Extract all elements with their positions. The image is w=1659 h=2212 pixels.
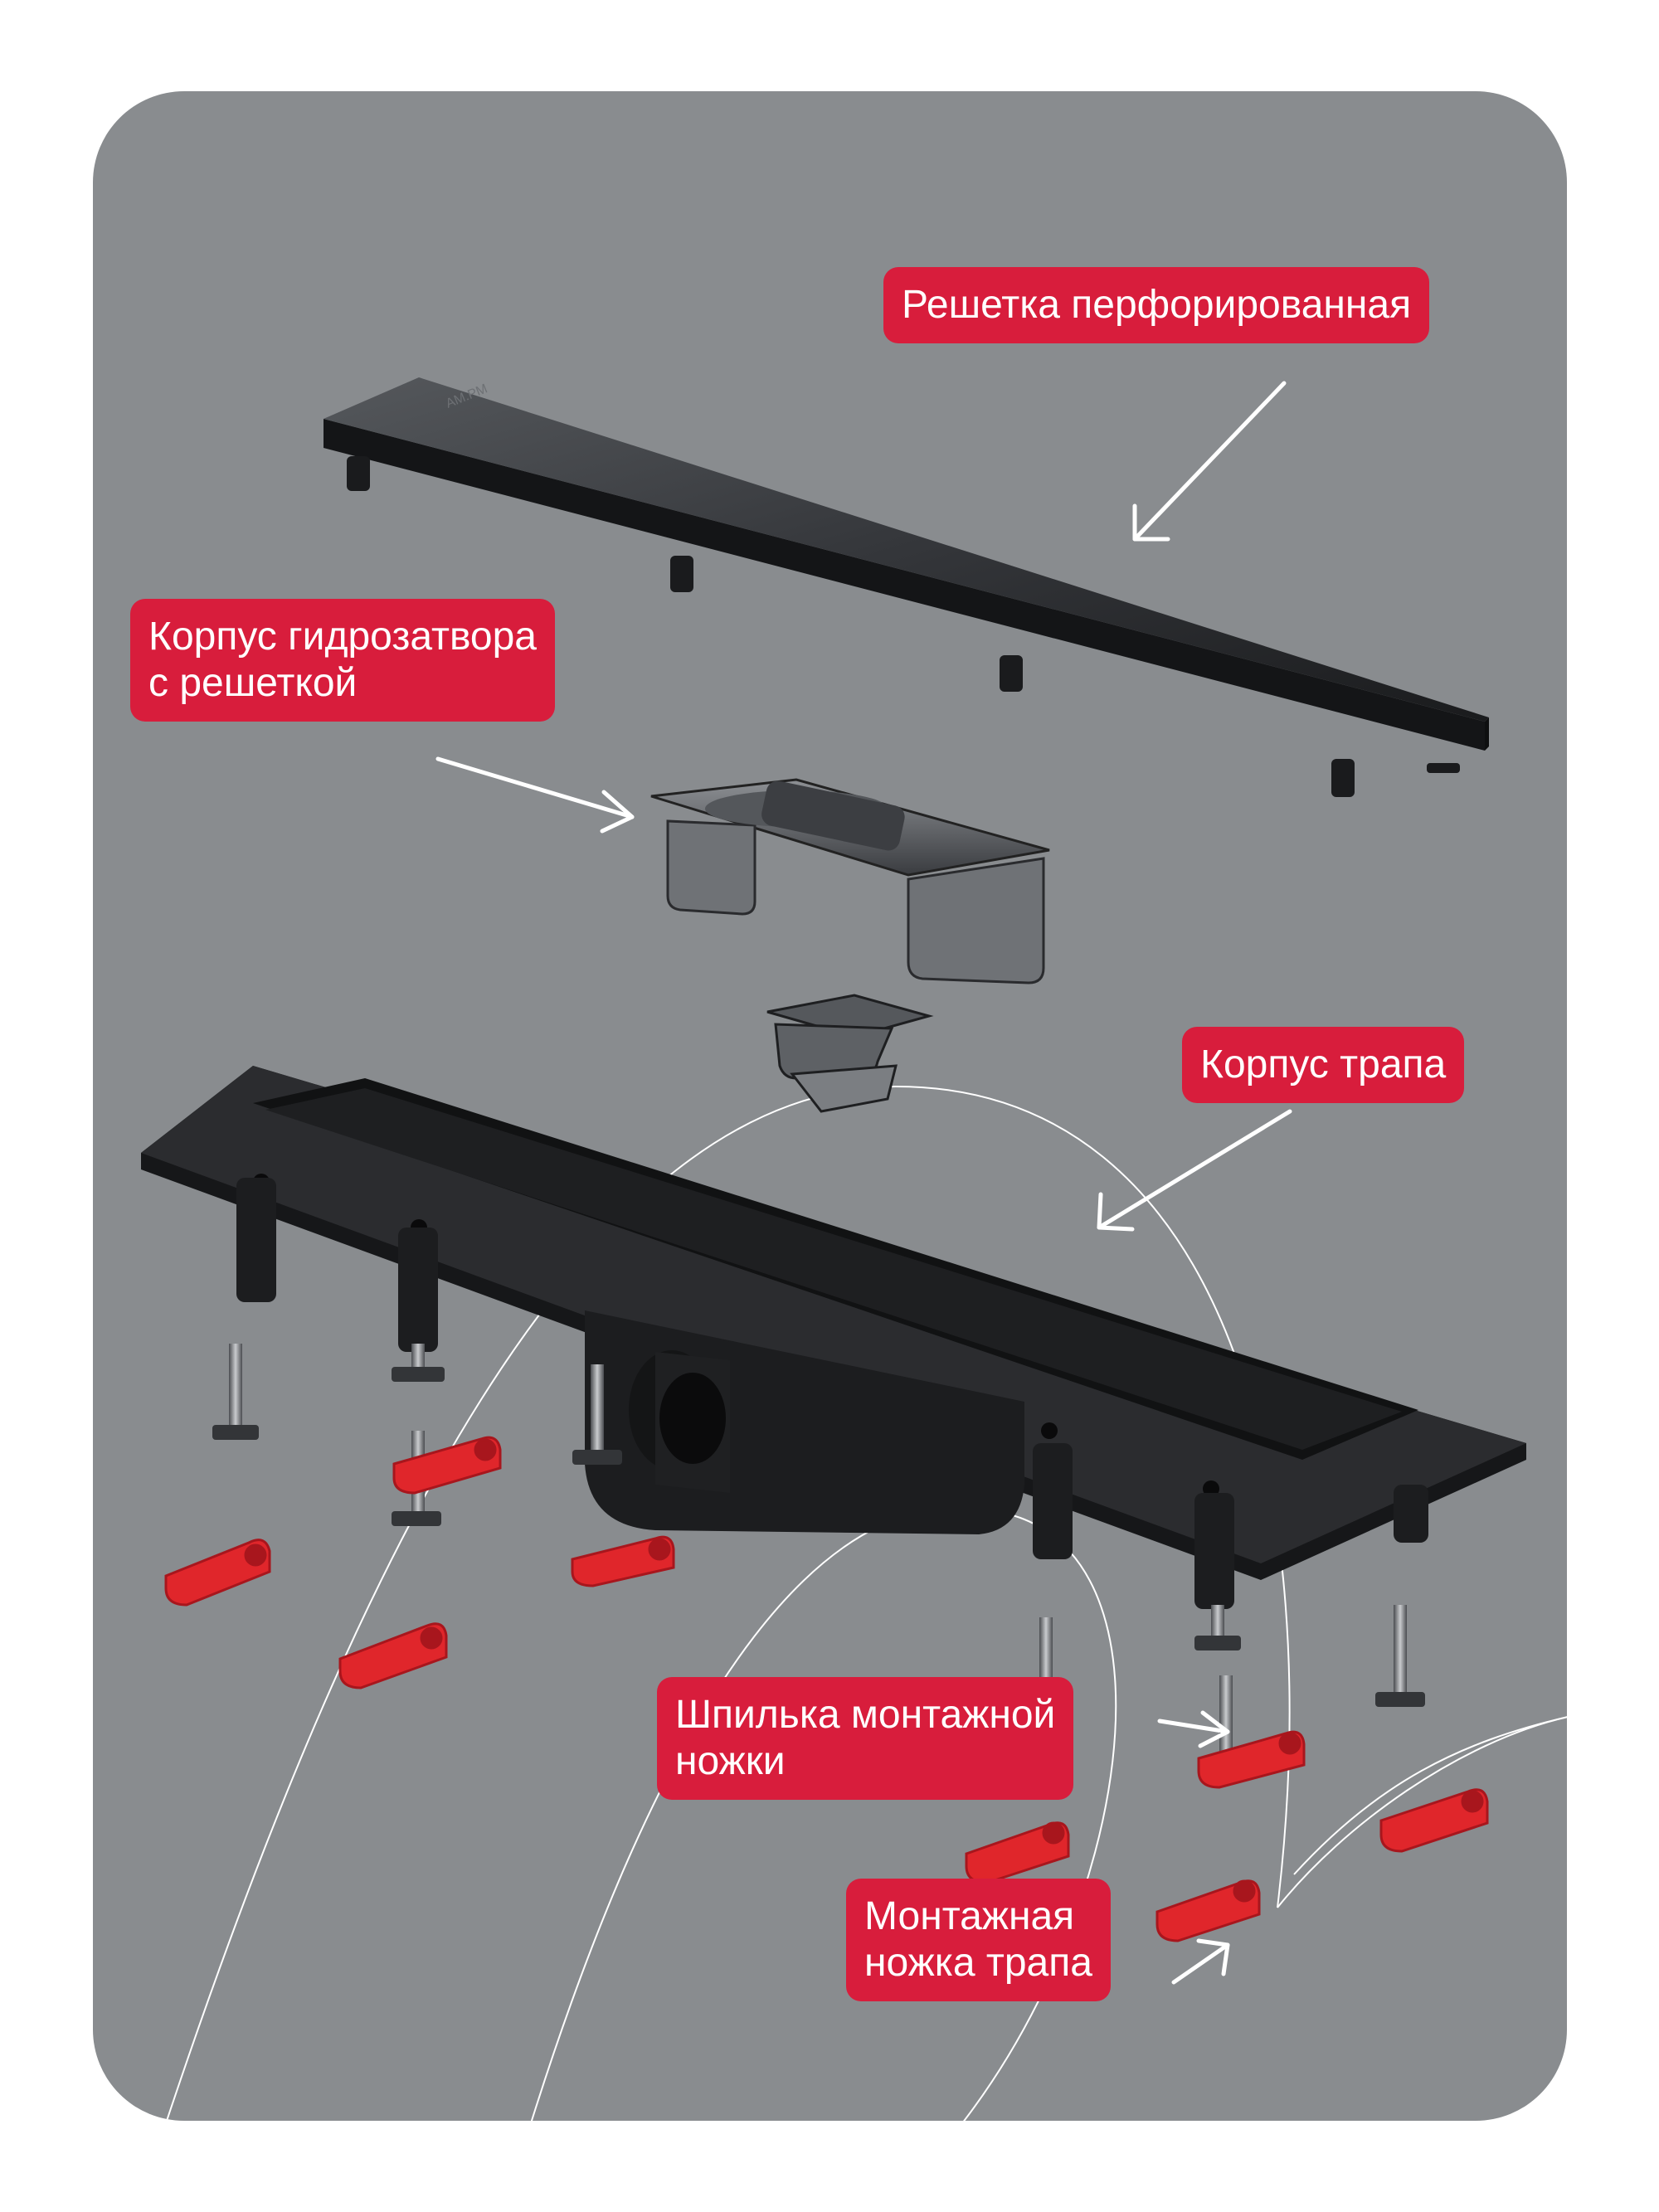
arrow-siphon	[435, 756, 635, 834]
label-foot-line1: Монтажная	[864, 1894, 1075, 1938]
foot	[1379, 1788, 1489, 1853]
arrow-grate	[1132, 381, 1287, 542]
label-drain-body: Корпус трапа	[1182, 1027, 1465, 1103]
foot	[164, 1539, 271, 1607]
label-mounting-foot: Монтажная ножка трапа	[846, 1879, 1111, 2001]
foot	[392, 1436, 502, 1495]
label-stud-line1: Шпилька монтажной	[675, 1693, 1056, 1737]
screws	[212, 1344, 1425, 1780]
screw	[1039, 1617, 1053, 1684]
siphon-housing-part	[650, 778, 1050, 1113]
foot	[1197, 1730, 1306, 1789]
label-siphon-housing: Корпус гидрозатвора с решеткой	[130, 599, 555, 722]
label-mounting-stud: Шпилька монтажной ножки	[657, 1677, 1074, 1800]
label-siphon-line1: Корпус гидрозатвора	[148, 615, 537, 659]
arrow-stud	[1157, 1710, 1230, 1748]
label-grate: Решетка перфорированная	[883, 267, 1430, 343]
screw	[392, 1344, 445, 1382]
label-siphon-line2: с решеткой	[148, 661, 358, 705]
drain-body-part	[141, 1066, 1526, 1609]
label-drain-body-text: Корпус трапа	[1200, 1043, 1447, 1087]
label-stud-line2: ножки	[675, 1739, 786, 1783]
arrow-foot	[1171, 1938, 1230, 1985]
screw	[1194, 1605, 1241, 1650]
foot	[338, 1622, 448, 1689]
grate-part	[324, 377, 1489, 797]
mounting-feet	[164, 1436, 1489, 1942]
foot	[571, 1535, 675, 1587]
label-foot-line2: ножка трапа	[864, 1941, 1092, 1985]
pointer-arrows	[435, 381, 1292, 1985]
screw	[572, 1364, 622, 1465]
foot	[965, 1821, 1070, 1884]
screw	[212, 1344, 259, 1440]
arrow-body	[1097, 1109, 1292, 1232]
label-grate-text: Решетка перфорированная	[902, 283, 1412, 327]
screw	[1375, 1605, 1425, 1707]
foot	[1155, 1879, 1261, 1942]
